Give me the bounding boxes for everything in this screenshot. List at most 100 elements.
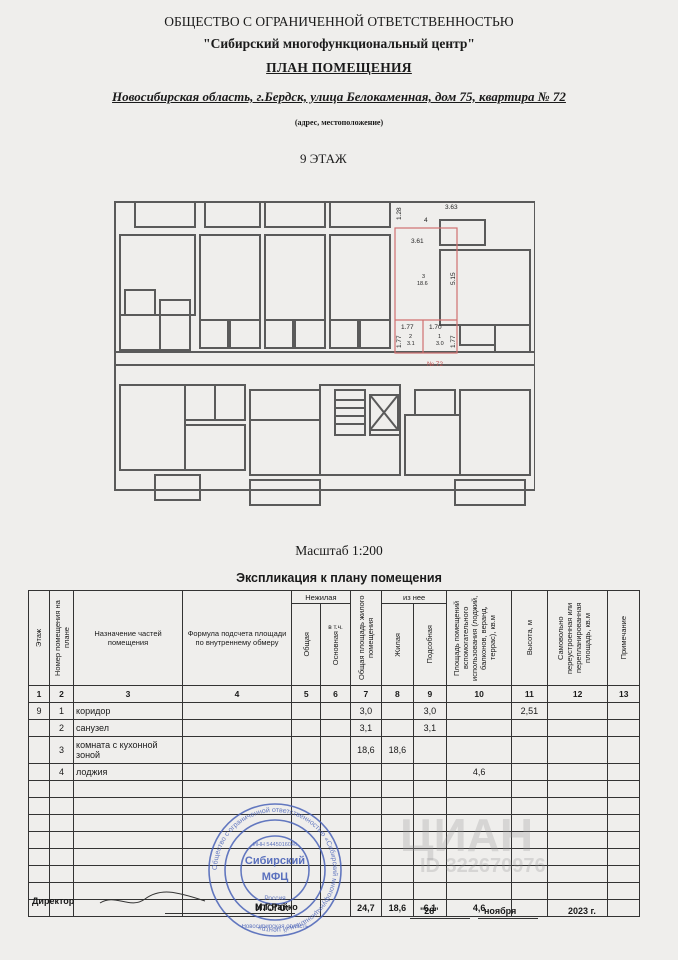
hdr-nonres-total: Общая xyxy=(301,632,311,657)
floor-label: 9 ЭТАЖ xyxy=(300,151,347,166)
handwritten-signature xyxy=(99,891,206,904)
hdr-nonres: Нежилая xyxy=(291,589,351,605)
hdr-total-area: Общая площадь жилого помещения xyxy=(356,595,375,681)
explication-title: Экспликация к плану помещения xyxy=(236,571,442,585)
dim-170: 1.70 xyxy=(429,324,442,331)
cell-aux: 3,1 xyxy=(412,719,448,737)
cell-name: комната с кухонной зоной xyxy=(73,736,184,764)
hdr-main: Основная xyxy=(331,630,341,666)
signer-name: М.Г.Райко xyxy=(255,902,298,912)
stamp-center-top: Сибирский xyxy=(245,855,305,867)
cell-total: 3,1 xyxy=(349,719,383,737)
col-num: 9 xyxy=(412,685,448,703)
cell-room-no: 3 xyxy=(48,736,75,764)
hdr-height: Высота, м xyxy=(524,620,534,656)
apartment-number: № 72 xyxy=(427,361,443,368)
dim-177b: 1.77 xyxy=(396,335,403,348)
col-num: 6 xyxy=(320,685,351,703)
hdr-balcony: Площадь помещений вспомогательного испол… xyxy=(452,595,498,681)
total-aux: 6,1 xyxy=(412,899,448,917)
col-num: 10 xyxy=(446,685,513,703)
room-3-area: 18.6 xyxy=(417,281,428,287)
cell-name: лоджия xyxy=(73,763,184,781)
room-4-label: 4 xyxy=(424,217,428,224)
scale-label: Масштаб 1:200 xyxy=(295,543,383,558)
hdr-floor: Этаж xyxy=(34,629,44,647)
org-name-line2: "Сибирский многофункциональный центр" xyxy=(203,36,475,51)
cell-room-no: 2 xyxy=(48,719,75,737)
hdr-living: Жилая xyxy=(392,632,402,657)
room-3-label: 3 xyxy=(422,274,425,280)
col-num: 4 xyxy=(182,685,293,703)
hdr-of-which: из нее xyxy=(381,589,448,605)
col-num: 2 xyxy=(48,685,75,703)
room-1-area: 3.0 xyxy=(436,341,444,347)
col-num: 5 xyxy=(291,685,322,703)
address-caption: (адрес, местоположение) xyxy=(294,118,384,127)
col-num: 3 xyxy=(73,685,184,703)
dim-515: 5.15 xyxy=(450,272,457,285)
address: Новосибирская область, г.Бердск, улица Б… xyxy=(112,89,566,104)
col-num: 1 xyxy=(28,685,50,703)
cell-room-no: 1 xyxy=(48,702,75,720)
hdr-remark: Примечание xyxy=(619,616,629,660)
dim-361: 3.61 xyxy=(411,238,424,245)
date-month: ноября xyxy=(484,906,517,916)
document-title: ПЛАН ПОМЕЩЕНИЯ xyxy=(266,60,412,75)
cell-balcony: 4,6 xyxy=(446,763,513,781)
hdr-room-no: Номер помещения на плане xyxy=(52,600,71,676)
column-numbers-row: 1 2 3 4 5 6 7 8 9 10 11 12 13 xyxy=(28,685,640,703)
cell-name: санузел xyxy=(73,719,184,737)
organization-stamp: Общество с ограниченной ответственностью… xyxy=(208,803,342,937)
cell-living xyxy=(381,702,414,720)
room-2-label: 2 xyxy=(409,334,412,340)
total-total: 24,7 xyxy=(349,899,383,917)
date-month-line xyxy=(478,918,538,919)
room-2-area: 3.1 xyxy=(407,341,415,347)
stamp-region: Новосибирская область xyxy=(242,924,309,930)
cell-living: 18,6 xyxy=(381,736,414,764)
hdr-incl: в т.ч. xyxy=(328,623,343,631)
room-1-label: 1 xyxy=(438,334,441,340)
date-year: 2023 г. xyxy=(568,906,596,916)
dim-177c: 1.77 xyxy=(450,335,457,348)
col-num: 7 xyxy=(349,685,383,703)
stamp-outer-text: Общество с ограниченной ответственностью… xyxy=(211,806,339,933)
hdr-purpose: Назначение частей помещения xyxy=(73,590,184,686)
total-balcony: 4,6 xyxy=(446,899,513,917)
table-row: 4 лоджия 4,6 xyxy=(28,763,640,781)
date-day: "28" xyxy=(420,906,439,916)
total-living: 18,6 xyxy=(381,899,414,917)
explication-table: Этаж Номер помещения на плане Назначение… xyxy=(28,589,640,917)
stamp-country: Россия xyxy=(264,895,286,902)
col-num: 13 xyxy=(607,685,640,703)
col-num: 12 xyxy=(546,685,609,703)
cell-room-no: 4 xyxy=(48,763,75,781)
totals-row: ИТОГО: 24,7 18,6 6,1 4,6 xyxy=(28,899,640,917)
dim-128: 1.28 xyxy=(396,207,403,220)
stamp-inn: ИНН 5445016046 xyxy=(253,842,297,848)
col-num: 11 xyxy=(511,685,548,703)
cell-height: 2,51 xyxy=(511,702,548,720)
director-label: Директор xyxy=(32,896,75,906)
signature-line xyxy=(165,913,295,914)
hdr-unauth: Самовольно переустроенная или перепланир… xyxy=(555,602,592,674)
org-name-line1: ОБЩЕСТВО С ОГРАНИЧЕННОЙ ОТВЕТСТВЕННОСТЬЮ xyxy=(164,14,514,29)
watermark-id: ID 322670976 xyxy=(420,855,546,877)
cell-name: коридор xyxy=(73,702,184,720)
col-num: 8 xyxy=(381,685,414,703)
svg-text:Общество с ограниченной ответс: Общество с ограниченной ответственностью… xyxy=(211,806,339,933)
hdr-formula: Формула подсчета площади по внутреннему … xyxy=(182,590,293,686)
table-row: 9 1 коридор 3,0 3,0 2,51 xyxy=(28,702,640,720)
dim-177a: 1.77 xyxy=(401,324,414,331)
dim-363: 3.63 xyxy=(445,204,458,211)
cell-aux: 3,0 xyxy=(412,702,448,720)
watermark-brand: ЦИАН xyxy=(400,809,534,861)
table-row: 2 санузел 3,1 3,1 xyxy=(28,719,640,737)
floor-plan: 3.63 1.28 4 3.61 5.15 3 18.6 1.77 1.70 2… xyxy=(114,201,535,506)
table-row: 3 комната с кухонной зоной 18,6 18,6 xyxy=(28,736,640,764)
cell-balcony xyxy=(446,702,513,720)
cell-total: 3,0 xyxy=(349,702,383,720)
cell-floor: 9 xyxy=(28,702,50,720)
stamp-center-bottom: МФЦ xyxy=(262,871,289,883)
